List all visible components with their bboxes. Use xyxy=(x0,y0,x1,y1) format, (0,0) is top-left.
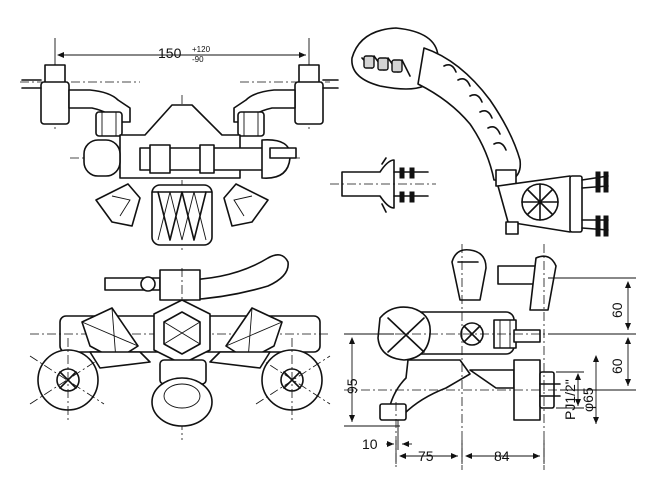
dim-tol-minus: -90 xyxy=(192,55,204,64)
bracket-side-view xyxy=(330,157,436,213)
side-view: 95 10 75 84 60 60 PJ1/2" φ65 xyxy=(344,244,636,470)
front-view xyxy=(29,254,331,440)
dim-top-width: 150 xyxy=(158,45,182,61)
dim-tol-plus: +120 xyxy=(192,45,211,54)
dim-thread: PJ1/2" xyxy=(562,379,578,420)
dim-spout-reach: 75 xyxy=(418,448,434,464)
dim-spout-offset: 10 xyxy=(362,436,378,452)
dim-height: 95 xyxy=(344,378,360,394)
dim-right-lower: 60 xyxy=(609,358,625,374)
dim-wall-depth: 84 xyxy=(494,448,510,464)
dim-escutcheon: φ65 xyxy=(580,387,596,412)
dim-right-upper: 60 xyxy=(609,302,625,318)
top-view: 150 +120 -90 xyxy=(20,38,339,250)
hand-shower-view xyxy=(351,27,609,237)
